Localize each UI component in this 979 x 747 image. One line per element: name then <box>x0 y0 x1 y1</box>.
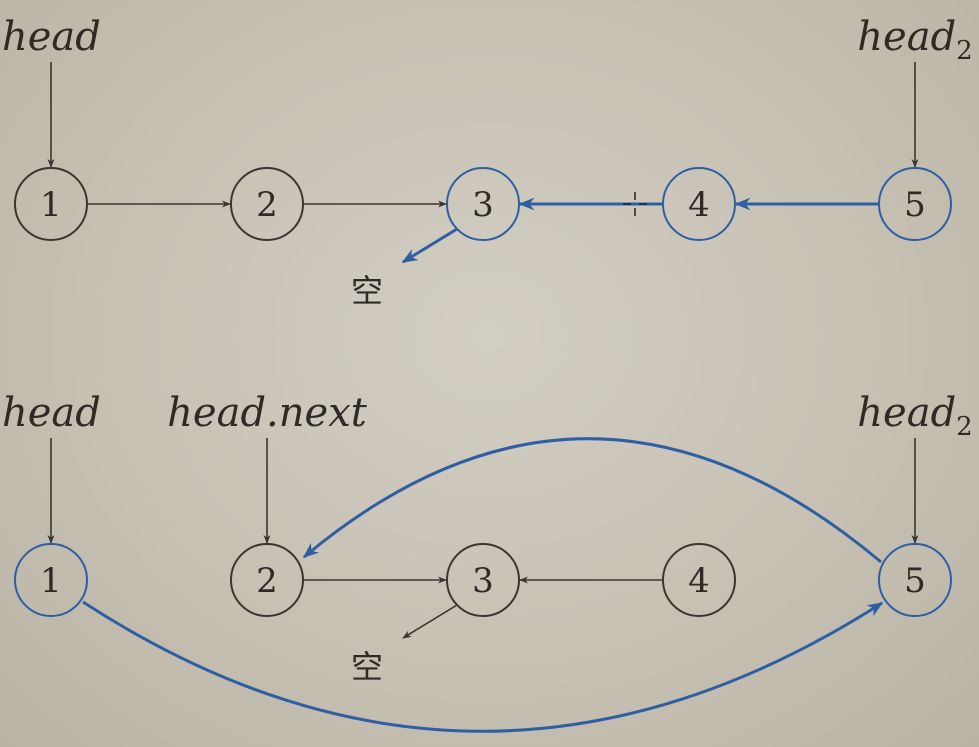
pointer-label: head <box>2 390 101 436</box>
node-value: 5 <box>904 561 926 601</box>
list-node-4: 4 <box>662 167 736 241</box>
pointer-label: head2 <box>857 390 972 442</box>
node-circle <box>878 543 952 617</box>
curved-link-1-to-5 <box>82 600 884 733</box>
node-circle <box>14 167 88 241</box>
node-circle <box>14 543 88 617</box>
node-circle <box>446 543 520 617</box>
list-node-3: 3 <box>446 167 520 241</box>
node-circle <box>662 167 736 241</box>
null-label: 空 <box>351 272 383 310</box>
node-value: 3 <box>472 185 494 225</box>
list-node-5: 5 <box>878 543 952 617</box>
node-value: 4 <box>688 561 710 601</box>
cursor-crosshair-icon <box>623 192 647 216</box>
node-value: 1 <box>40 561 62 601</box>
pointer-label: head2 <box>857 14 972 66</box>
list-node-3: 3 <box>446 543 520 617</box>
node-value: 2 <box>256 561 278 601</box>
curved-link-5-to-2 <box>302 437 882 564</box>
list-node-1: 1 <box>14 543 88 617</box>
list-node-4: 4 <box>662 543 736 617</box>
node-circle <box>230 543 304 617</box>
node-value: 3 <box>472 561 494 601</box>
node-value: 5 <box>904 185 926 225</box>
node-circle <box>446 167 520 241</box>
node-value: 2 <box>256 185 278 225</box>
list-node-1: 1 <box>14 167 88 241</box>
node-circle <box>662 543 736 617</box>
node-circle <box>230 167 304 241</box>
list-node-5: 5 <box>878 167 952 241</box>
pointer-label: head.next <box>167 390 368 436</box>
node-value: 1 <box>40 185 62 225</box>
list-node-2: 2 <box>230 543 304 617</box>
node-value: 4 <box>688 185 710 225</box>
list-node-2: 2 <box>230 167 304 241</box>
null-label: 空 <box>351 648 383 686</box>
null-link-arrow <box>402 604 458 639</box>
node-circle <box>878 167 952 241</box>
pointer-label: head <box>2 14 101 60</box>
null-link-arrow <box>401 227 458 264</box>
